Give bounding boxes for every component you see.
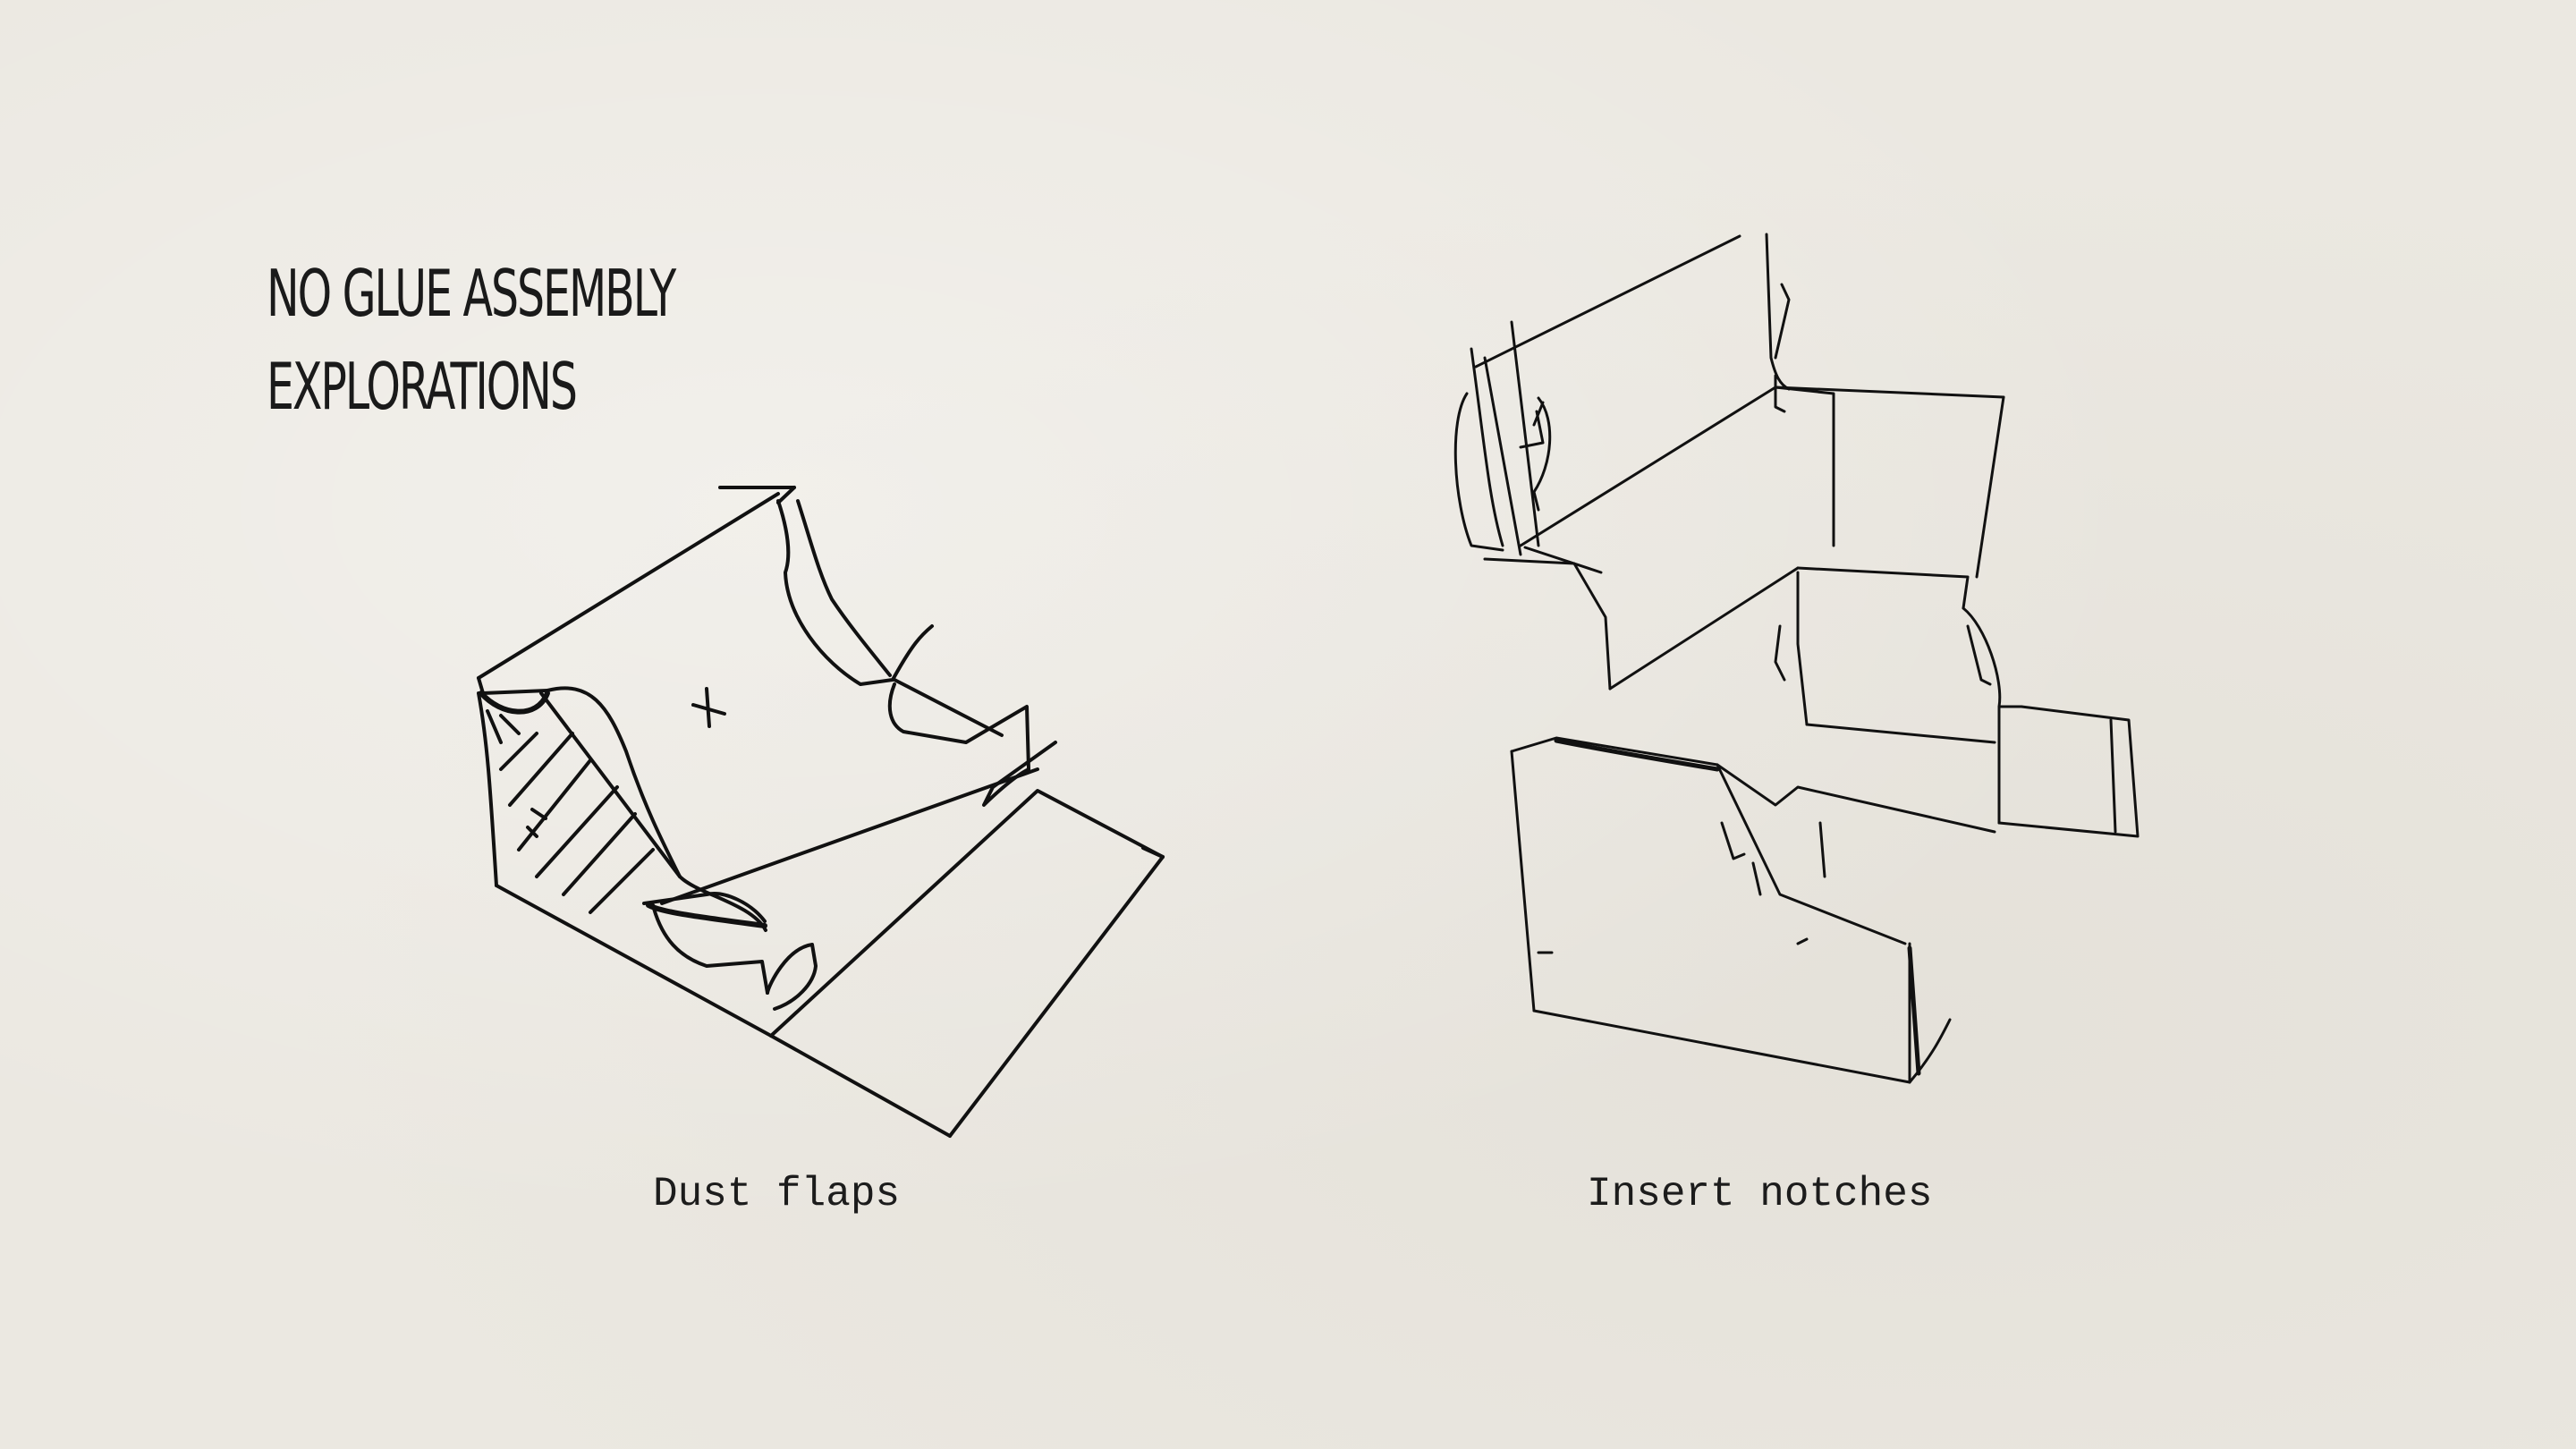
caption-insert-notches: Insert notches [1587,1171,1933,1217]
page-title-line-2: EXPLORATIONS [267,349,578,424]
caption-dust-flaps: Dust flaps [653,1171,901,1217]
page-title-line-1: NO GLUE ASSEMBLY [267,256,676,331]
